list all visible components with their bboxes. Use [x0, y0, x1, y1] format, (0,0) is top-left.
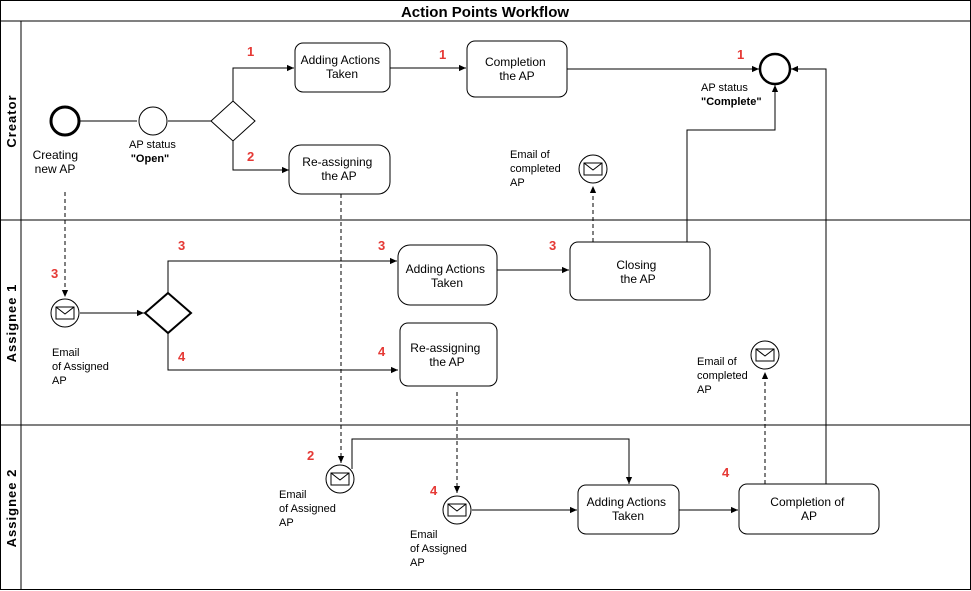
task-a1-closing-text: Closing the AP	[616, 258, 659, 286]
task-a1-reassign	[399, 322, 498, 387]
task-creator-reassign-text: Re-assigning the AP	[302, 155, 375, 183]
task-creator-reassign	[288, 144, 391, 195]
flow-a1-gateway-to-reassign	[167, 333, 398, 374]
task-a2-adding-actions-text: Adding Actions Taken	[587, 495, 670, 523]
step-number: 3	[178, 238, 185, 253]
flow-gateway-to-adding	[232, 64, 294, 101]
task-a1-adding-actions-text: Adding Actions Taken	[406, 262, 489, 290]
envelope-icon	[55, 306, 75, 320]
envelope-icon	[447, 503, 467, 517]
end-event	[758, 52, 792, 86]
step-number: 1	[247, 44, 254, 59]
step-number: 4	[178, 349, 186, 364]
flow-email-a2-left-to-adding	[351, 438, 633, 484]
step-number: 2	[247, 149, 254, 164]
diagram-title: Action Points Workflow	[401, 4, 569, 21]
email-assigned-a1-label: Email of Assigned AP	[52, 347, 112, 387]
start-event-label: Creating new AP	[33, 148, 82, 176]
envelope-icon	[330, 472, 350, 486]
email-assigned-a2-left-label: Email of Assigned AP	[279, 489, 339, 529]
lane-label-assignee-1: Assignee 1	[4, 284, 19, 363]
email-completed-a1-label: Email of completed AP	[697, 356, 751, 396]
step-numbers: 1 1 1 2 2 3 3 3 3 4 4 4 4	[51, 44, 744, 498]
step-number: 1	[439, 47, 446, 62]
task-a2-completion	[738, 483, 880, 535]
email-assigned-a2-mid-label: Email of Assigned AP	[410, 529, 470, 569]
step-number: 4	[722, 465, 730, 480]
task-a1-closing	[569, 241, 711, 301]
lane-label-assignee-2: Assignee 2	[4, 469, 19, 548]
step-number: 1	[737, 47, 744, 62]
task-creator-adding-actions-text: Adding Actions Taken	[301, 53, 384, 81]
step-number: 2	[307, 448, 314, 463]
step-number: 4	[378, 344, 386, 359]
task-creator-completion-text: Completion the AP	[485, 55, 549, 83]
envelope-icon	[583, 162, 603, 176]
step-number: 3	[378, 238, 385, 253]
task-a1-reassign-text: Re-assigning the AP	[410, 341, 483, 369]
flow-gateway-to-reassign	[232, 141, 289, 174]
envelope-icon	[755, 348, 775, 362]
step-number: 3	[549, 238, 556, 253]
flow-a1-gateway-to-adding	[167, 257, 397, 293]
start-event	[49, 105, 81, 137]
step-number: 3	[51, 266, 58, 281]
ap-open-event	[138, 106, 168, 136]
lane-label-creator: Creator	[4, 94, 19, 147]
task-a2-completion-text: Completion of AP	[770, 495, 847, 523]
email-completed-top-label: Email of completed AP	[510, 149, 564, 189]
ap-complete-label: AP status "Complete"	[701, 82, 762, 108]
task-a1-adding-actions	[397, 244, 498, 306]
flow-a2-completion-to-end	[791, 65, 827, 484]
ap-open-label: AP status "Open"	[129, 139, 179, 165]
step-number: 4	[430, 483, 438, 498]
flow-closing-to-end	[686, 85, 779, 242]
